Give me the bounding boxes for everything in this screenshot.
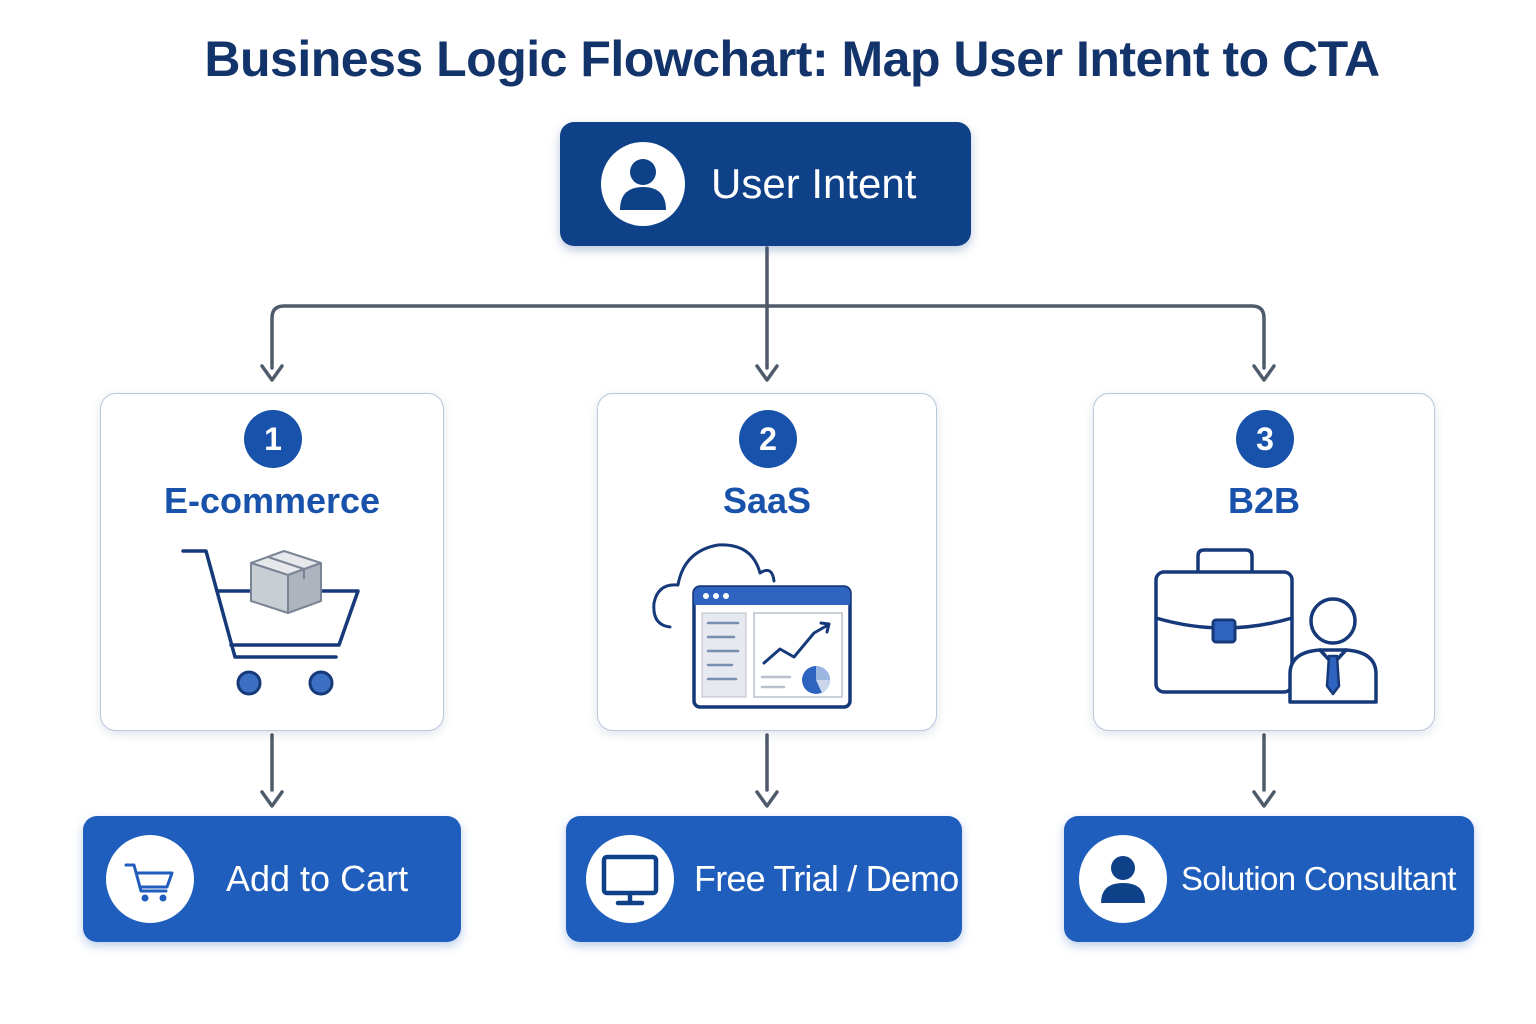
user-icon: [620, 159, 666, 210]
cta-icon-circle: [1079, 835, 1167, 923]
user-icon: [1101, 856, 1145, 903]
arrowhead-ecommerce-cta: [260, 790, 284, 808]
solution-consultant-button[interactable]: Solution Consultant: [1064, 816, 1474, 942]
briefcase-person-icon: [1154, 548, 1378, 704]
shopping-cart-icon: [181, 549, 360, 696]
cta-icon-circle: [106, 835, 194, 923]
branch-number-badge: 3: [1236, 410, 1294, 468]
monitor-icon: [601, 854, 659, 906]
user-avatar: [601, 142, 685, 226]
arrowhead-ecommerce: [260, 364, 284, 382]
page-title: Business Logic Flowchart: Map User Inten…: [204, 31, 1380, 87]
connector-root-to-ecommerce: [270, 304, 769, 370]
branch-label-b2b: B2B: [1227, 480, 1301, 521]
add-to-cart-button[interactable]: Add to Cart: [83, 816, 461, 942]
solution-consultant-label: Solution Consultant: [1181, 860, 1456, 897]
branch-number-badge: 2: [739, 410, 797, 468]
branch-card-b2b: 3 B2B: [1093, 393, 1435, 731]
cloud-dashboard-icon: [652, 543, 852, 709]
add-to-cart-label: Add to Cart: [226, 858, 409, 899]
arrowhead-saas-cta: [755, 790, 779, 808]
branch-label-saas: SaaS: [722, 480, 812, 521]
cart-icon: [124, 863, 174, 902]
connector-root-to-b2b: [765, 304, 1266, 370]
branch-number-badge: 1: [244, 410, 302, 468]
branch-card-ecommerce: 1 E-commerce: [100, 393, 444, 731]
branch-card-saas: 2 SaaS: [597, 393, 937, 731]
user-intent-node: User Intent: [560, 122, 971, 246]
user-intent-label: User Intent: [711, 160, 917, 207]
cta-icon-circle: [586, 835, 674, 923]
arrowhead-b2b: [1252, 364, 1276, 382]
arrowhead-saas: [755, 364, 779, 382]
arrowhead-b2b-cta: [1252, 790, 1276, 808]
branch-label-ecommerce: E-commerce: [163, 480, 381, 521]
free-trial-demo-button[interactable]: Free Trial / Demo: [566, 816, 962, 942]
free-trial-demo-label: Free Trial / Demo: [694, 858, 959, 899]
